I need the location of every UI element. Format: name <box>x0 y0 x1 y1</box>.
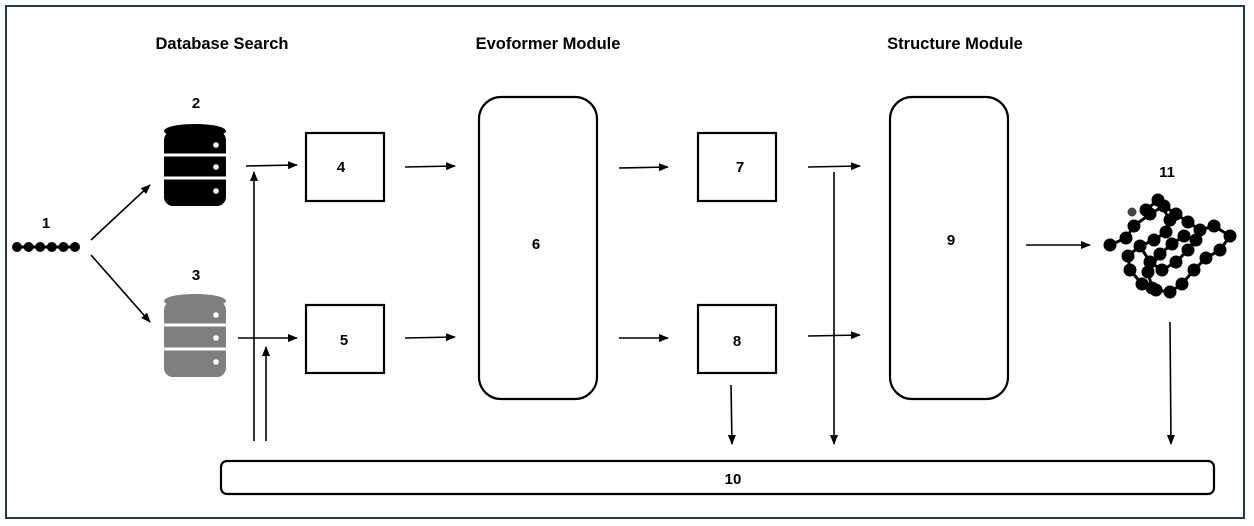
label-6: 6 <box>532 236 540 253</box>
arrow-1-to-2 <box>90 184 151 241</box>
label-10: 10 <box>725 471 742 488</box>
box-8 <box>696 303 778 375</box>
arrow-2-to-4 <box>245 161 298 170</box>
arrow-4-to-6 <box>404 162 456 171</box>
label-8: 8 <box>733 333 741 350</box>
arrow-7-to-9 <box>807 162 861 171</box>
arrow-8-to-10 <box>727 384 736 445</box>
box-6-evoformer <box>477 95 599 401</box>
heading-database-search: Database Search <box>156 35 289 53</box>
diagram-frame <box>5 5 1245 519</box>
label-9: 9 <box>947 232 955 249</box>
arrow-6-to-7 <box>618 163 669 172</box>
heading-evoformer-module: Evoformer Module <box>476 35 621 53</box>
arrow-1-to-3 <box>90 254 151 323</box>
box-4 <box>304 131 386 203</box>
box-7 <box>696 131 778 203</box>
box-5 <box>304 303 386 375</box>
protein-structure-icon <box>1103 193 1237 299</box>
database-icon-black <box>164 124 226 206</box>
box-9-structure <box>888 95 1010 401</box>
label-3: 3 <box>192 267 200 284</box>
sequence-bead-chain-icon <box>12 242 80 252</box>
bar-10 <box>219 459 1216 496</box>
database-icon-gray <box>164 294 226 377</box>
label-1: 1 <box>42 215 50 232</box>
label-4: 4 <box>337 159 346 176</box>
label-7: 7 <box>736 159 744 176</box>
label-2: 2 <box>192 95 200 112</box>
heading-structure-module: Structure Module <box>887 35 1023 53</box>
label-11: 11 <box>1159 164 1175 181</box>
arrow-11-to-10 <box>1166 321 1175 445</box>
label-5: 5 <box>340 332 348 349</box>
arrow-5-to-6 <box>404 333 456 342</box>
